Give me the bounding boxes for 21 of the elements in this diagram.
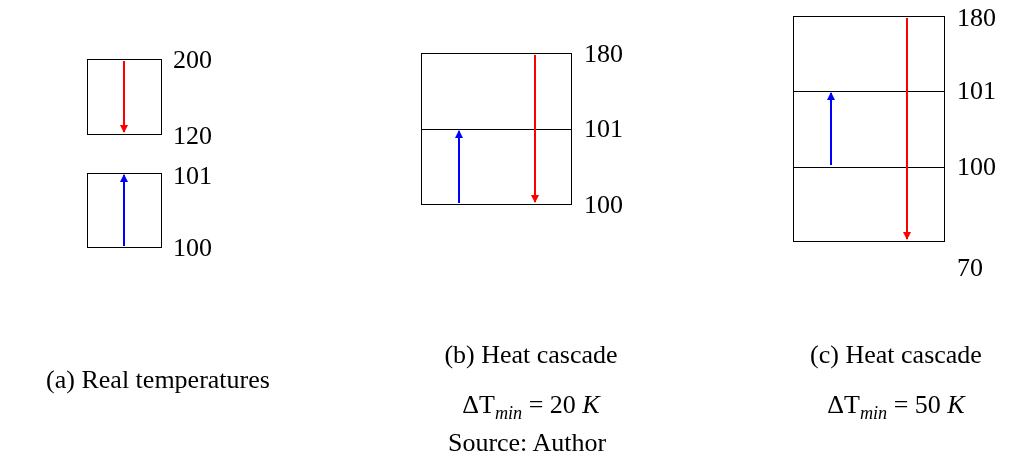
- interval-box: [87, 59, 162, 135]
- temperature-label: 100: [957, 154, 996, 180]
- temperature-label: 120: [173, 123, 212, 149]
- temperature-label: 101: [957, 78, 996, 104]
- caption-text: (a) Real temperatures: [46, 367, 270, 393]
- temperature-label: 101: [584, 116, 623, 142]
- interval-box: [793, 16, 945, 242]
- interval-box: [421, 53, 572, 205]
- caption-text: (c) Heat cascade: [810, 342, 982, 368]
- caption-text: Source: Author: [447, 430, 607, 456]
- caption-text: ΔT$_{min}$ = 20 K: [462, 391, 600, 423]
- temperature-label: 180: [584, 41, 623, 67]
- caption-text: ΔT$_{min}$ = 50 K: [827, 391, 965, 423]
- temperature-label: 100: [173, 235, 212, 261]
- temperature-label: 200: [173, 47, 212, 73]
- temperature-label: 101: [173, 163, 212, 189]
- temperature-label: 70: [957, 255, 983, 281]
- temperature-label: 100: [584, 192, 623, 218]
- caption-text: (b) Heat cascade: [444, 342, 618, 368]
- interval-box: [87, 173, 162, 248]
- temperature-label: 180: [957, 5, 996, 31]
